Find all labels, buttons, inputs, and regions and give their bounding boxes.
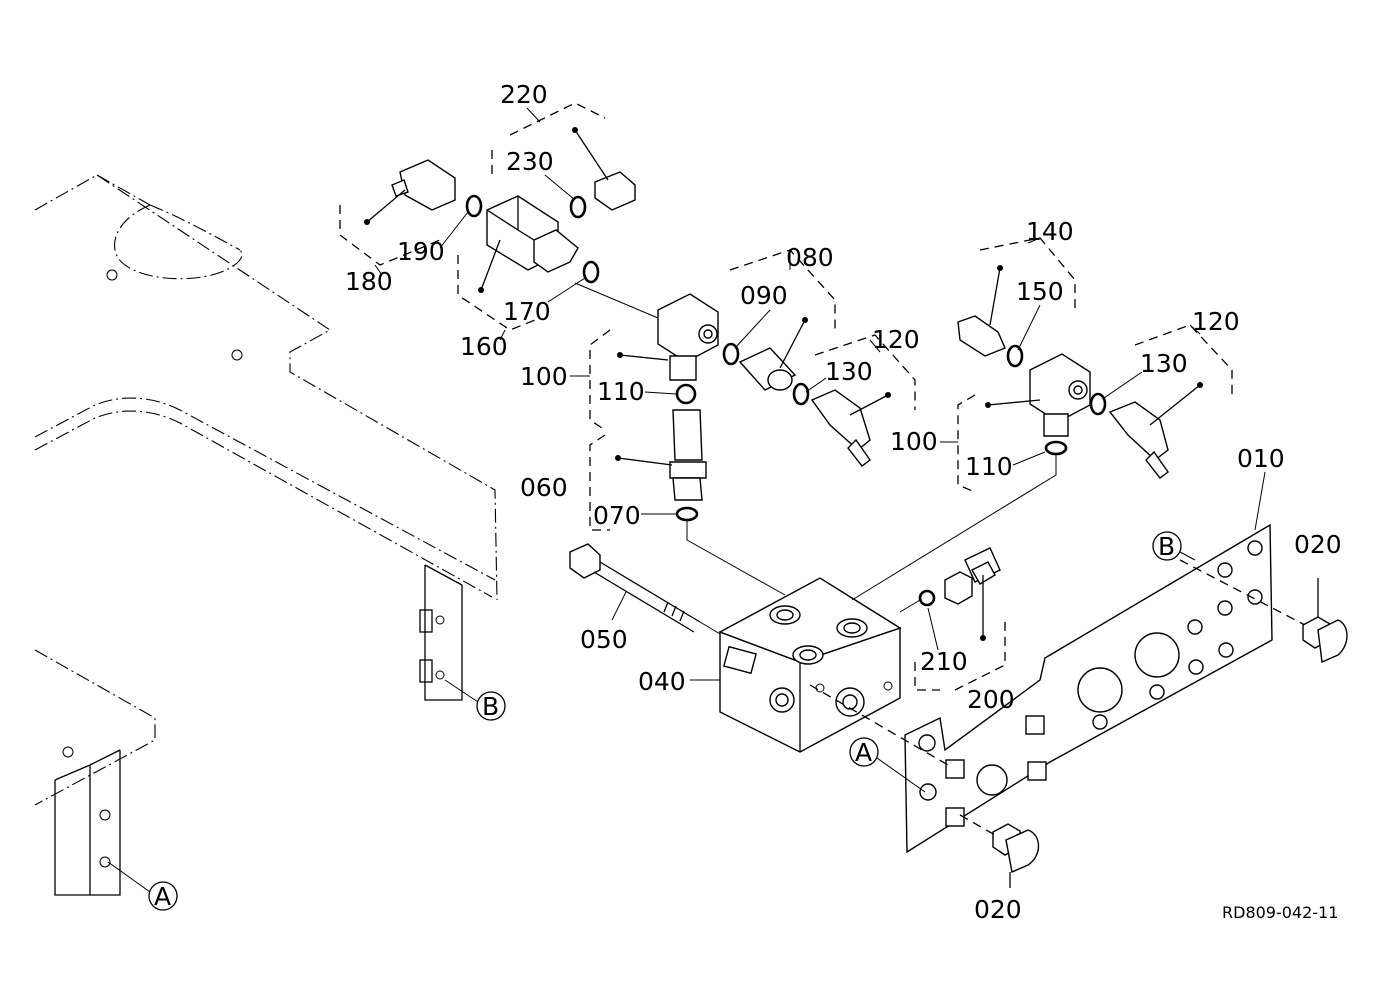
- fitting-140: [957, 237, 1076, 368]
- label-010: 010: [1237, 444, 1285, 473]
- label-060: 060: [520, 473, 568, 502]
- label-180: 180: [345, 267, 393, 296]
- frame-outline: [34, 174, 498, 896]
- mounting-plate-010: [809, 523, 1306, 854]
- label-160: 160: [460, 332, 508, 361]
- svg-text:B: B: [1158, 532, 1175, 561]
- label-130-right: 130: [1140, 349, 1188, 378]
- plug-220: [491, 102, 636, 219]
- label-170: 170: [503, 297, 551, 326]
- drawing-reference-code: RD809-042-11: [1222, 903, 1338, 922]
- label-100-left: 100: [520, 362, 568, 391]
- callout-b-plate: B: [1152, 531, 1196, 561]
- label-150: 150: [1016, 277, 1064, 306]
- label-200: 200: [967, 685, 1015, 714]
- label-110-left: 110: [597, 377, 645, 406]
- label-120-right: 120: [1192, 307, 1240, 336]
- connector-060: [589, 383, 786, 596]
- label-140: 140: [1026, 217, 1074, 246]
- hose-fitting-120-right: [1089, 324, 1233, 479]
- svg-text:A: A: [154, 882, 171, 911]
- bolt-020-right: [1302, 578, 1348, 664]
- adapter-080: [722, 249, 836, 391]
- label-220: 220: [500, 80, 548, 109]
- fitting-200: [899, 547, 1006, 691]
- bolt-050: [569, 543, 721, 635]
- label-070: 070: [593, 501, 641, 530]
- label-120-left: 120: [872, 325, 920, 354]
- label-130-left: 130: [825, 357, 873, 386]
- elbow-100-left: [574, 282, 719, 431]
- valve-160: [457, 195, 600, 331]
- label-100-right: 100: [890, 427, 938, 456]
- label-020-lower: 020: [974, 895, 1022, 924]
- sensor-180: [339, 159, 483, 266]
- valve-block-040: [718, 577, 902, 753]
- label-090: 090: [740, 281, 788, 310]
- label-040: 040: [638, 667, 686, 696]
- label-080: 080: [786, 243, 834, 272]
- callout-a-plate: A: [849, 737, 926, 793]
- hose-fitting-120-left: [792, 334, 916, 467]
- label-110-right: 110: [965, 452, 1013, 481]
- label-210: 210: [920, 647, 968, 676]
- part-labels: 220 230 190 180 170 160 080 090 120 130 …: [345, 80, 1342, 924]
- bolt-020-lower: [959, 814, 1040, 888]
- label-050: 050: [580, 625, 628, 654]
- label-020-right: 020: [1294, 530, 1342, 559]
- callout-a-frame: A: [107, 861, 178, 911]
- callout-b-frame: B: [444, 679, 506, 721]
- label-230: 230: [506, 147, 554, 176]
- svg-text:A: A: [855, 738, 872, 767]
- svg-text:B: B: [482, 692, 499, 721]
- label-190: 190: [397, 237, 445, 266]
- elbow-100-right: [851, 353, 1091, 601]
